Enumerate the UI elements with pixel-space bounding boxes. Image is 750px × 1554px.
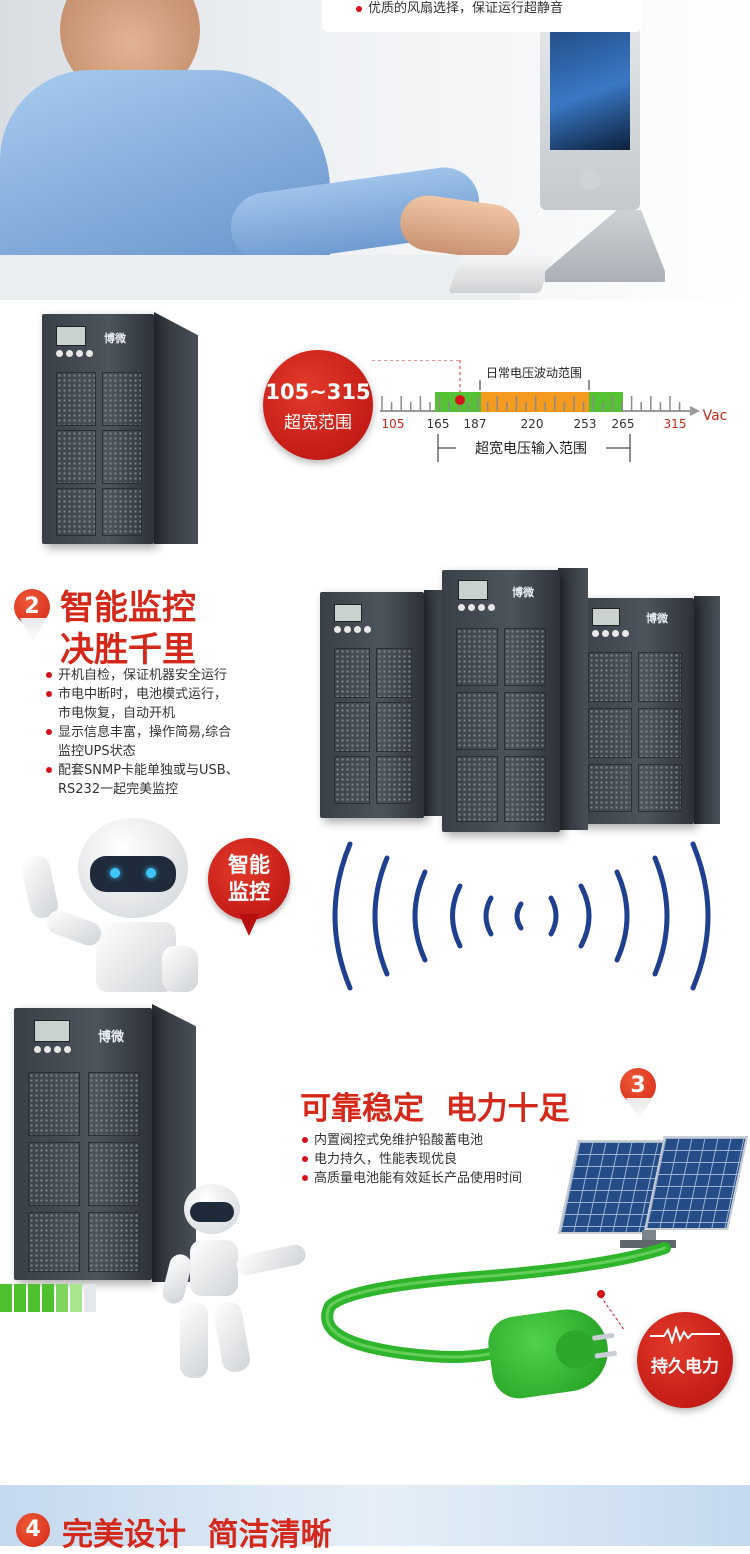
ups-cabinet: 博微 — [14, 1008, 152, 1280]
ups-cabinet-right: 博微 — [574, 598, 694, 824]
robot-illustration — [19, 818, 202, 1003]
section-number-badge: 4 — [16, 1513, 50, 1547]
brand-logo: 博微 — [646, 612, 668, 625]
pin-text-line2: 监控 — [228, 880, 270, 904]
brand-logo: 博微 — [104, 332, 126, 345]
power-cable-illustration — [321, 1242, 671, 1363]
lasting-power-label: 持久电力 — [651, 1357, 719, 1377]
list-item-continuation: 市电恢复，自动开机 — [58, 706, 176, 721]
badge-tail — [626, 1098, 652, 1120]
list-item: 配套SNMP卡能单独或与USB、 — [46, 761, 276, 780]
list-item: 内置阀控式免维护铅酸蓄电池 — [302, 1131, 632, 1150]
normal-range-label: 日常电压波动范围 — [486, 366, 582, 380]
section-number: 3 — [630, 1073, 646, 1098]
ups-cabinet-side — [558, 568, 588, 830]
fan-feature-card: 优质的风扇选择，保证运行超静音 — [322, 0, 642, 32]
list-item: 高质量电池能有效延长产品使用时间 — [302, 1169, 632, 1188]
unit-label: Vac — [703, 408, 728, 424]
lasting-power-badge: 持久电力 — [637, 1312, 733, 1408]
list-item: 显示信息丰富，操作简易,综合 — [46, 723, 276, 742]
battery-feature-list: 内置阀控式免维护铅酸蓄电池 电力持久，性能表现优良 高质量电池能有效延长产品使用… — [302, 1131, 632, 1188]
brand-logo: 博微 — [98, 1030, 125, 1045]
ups-cabinet-center: 博微 — [442, 570, 560, 832]
hero-banner: 优质的风扇选择，保证运行超静音 — [0, 0, 750, 300]
tick-label-220: 220 — [521, 417, 544, 431]
section-title: 可靠稳定 电力十足 — [300, 1091, 570, 1127]
feature-list: 开机自检，保证机器安全运行 市电中断时，电池模式运行， 市电恢复，自动开机 显示… — [46, 666, 276, 799]
wide-range-badge: 105~315 超宽范围 — [263, 350, 373, 460]
keyboard-illustration — [448, 255, 554, 293]
list-item: 电力持久，性能表现优良 — [302, 1150, 632, 1169]
pulse-icon — [650, 1324, 720, 1346]
section-title: 完美设计 简洁清晰 — [62, 1517, 332, 1553]
smart-monitor-pin: 智能 监控 — [208, 838, 290, 936]
tick-label-265: 265 — [612, 417, 635, 431]
ups-cabinet-side — [154, 312, 198, 544]
tick-label-315: 315 — [664, 417, 687, 431]
solar-panel-illustration — [558, 1136, 748, 1248]
scale-ticks — [381, 396, 681, 411]
power-plug-icon — [484, 1304, 618, 1402]
ups-cabinet-side — [424, 590, 446, 816]
tick-label-165: 165 — [427, 417, 450, 431]
office-worker-illustration — [0, 0, 524, 300]
ups-cabinet-side — [152, 1004, 196, 1282]
range-value: 105~315 — [265, 380, 371, 404]
section-title-line1: 智能监控 — [60, 588, 196, 628]
ups-cabinet-side — [694, 596, 720, 824]
section-number: 4 — [25, 1517, 41, 1542]
list-item-continuation: RS232一起完美监控 — [58, 782, 179, 797]
battery-level-bar — [0, 1284, 100, 1312]
voltage-scale: 日常电压波动范围 105 165 187 220 253 265 315 Vac… — [372, 360, 728, 462]
tick-label-105: 105 — [382, 417, 405, 431]
ups-cabinet: 博微 — [42, 314, 154, 544]
marker-dot — [455, 395, 465, 405]
bullet-dot — [356, 6, 362, 12]
badge-tail — [20, 618, 46, 642]
list-item: 开机自检，保证机器安全运行 — [46, 666, 276, 685]
section4-header: 4 完美设计 简洁清晰 — [0, 1485, 750, 1553]
tick-label-253: 253 — [574, 417, 597, 431]
list-item: 市电中断时，电池模式运行， — [46, 685, 276, 704]
ups-cabinet-left — [320, 592, 424, 818]
pin-text-line1: 智能 — [228, 853, 270, 877]
power-leader-dot — [597, 1290, 605, 1298]
monitor-stand-illustration — [545, 210, 665, 282]
scale-arrow — [690, 406, 700, 416]
fan-feature-text: 优质的风扇选择，保证运行超静音 — [368, 1, 564, 16]
input-range-label: 超宽电压输入范围 — [475, 440, 587, 457]
tick-label-187: 187 — [464, 417, 487, 431]
section-number: 2 — [24, 594, 40, 619]
wireless-signal-waves — [332, 841, 711, 991]
walking-robot-illustration — [160, 1184, 310, 1384]
range-caption: 超宽范围 — [284, 413, 352, 433]
section-title-line2: 决胜千里 — [60, 630, 196, 670]
brand-logo: 博微 — [512, 586, 534, 599]
list-item-continuation: 监控UPS状态 — [58, 744, 136, 759]
